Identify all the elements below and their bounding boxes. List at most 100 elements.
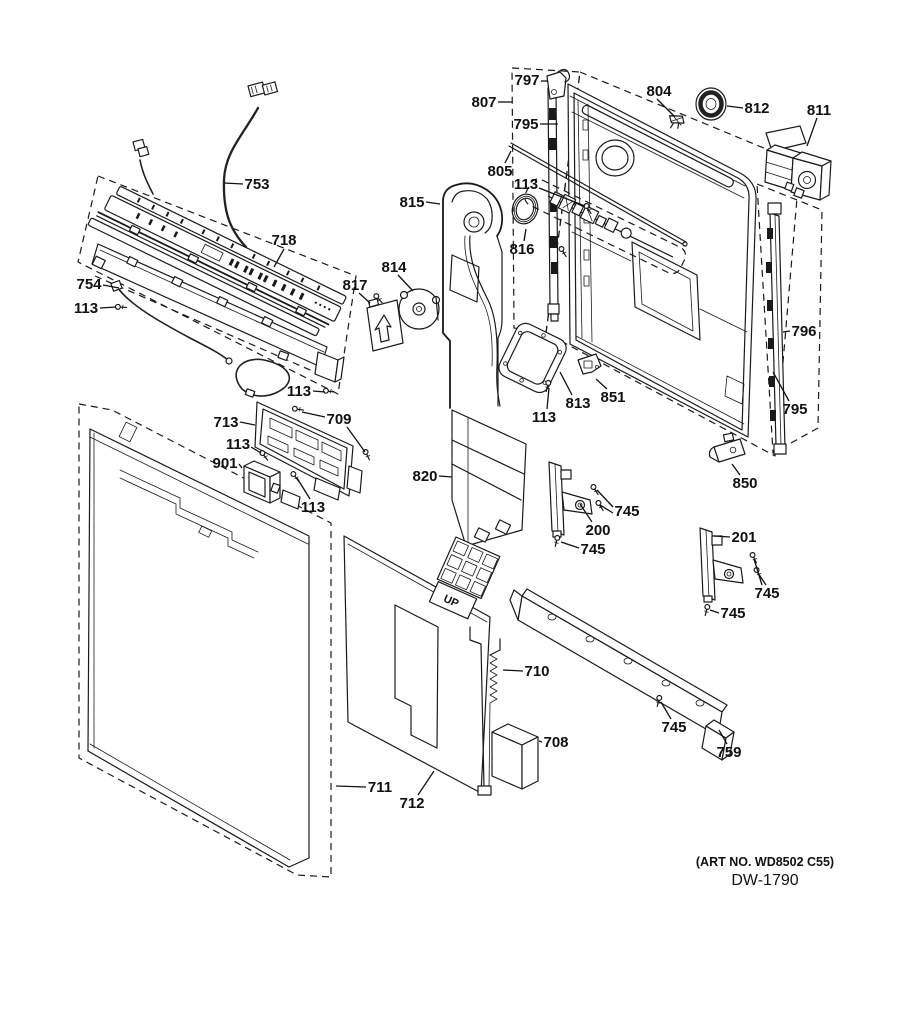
part-label-815: 815 [399, 194, 424, 211]
part-callout-813: 813 [559, 371, 591, 412]
boundary-796 [756, 183, 823, 454]
leader-line-820 [438, 475, 453, 478]
part-callout-718: 718 [271, 232, 297, 268]
part-label-817: 817 [342, 277, 367, 294]
part-callout-815: 815 [399, 194, 441, 211]
part-label-813: 813 [565, 395, 590, 412]
leader-line-713 [239, 421, 256, 426]
part-callout-817: 817 [342, 277, 371, 304]
part-label-796: 796 [791, 323, 816, 340]
part-814-fan-motor [398, 288, 441, 330]
part-callout-113: 113 [514, 176, 586, 207]
part-label-797: 797 [514, 72, 539, 89]
part-718-overlay-strip [116, 186, 347, 305]
part-callout-200: 200 [579, 503, 611, 539]
leader-line-816 [523, 228, 527, 242]
leader-line-200 [579, 503, 593, 523]
part-817-pouch [366, 298, 404, 352]
part-813-gasket [498, 322, 567, 394]
part-label-708: 708 [543, 734, 568, 751]
part-718-escutcheon-face [104, 195, 342, 322]
part-815-vent-duct [442, 182, 504, 409]
part-201-bracket [699, 527, 744, 603]
part-callout-745: 745 [709, 605, 746, 622]
leader-line-812 [726, 105, 744, 109]
part-callout-745: 745 [596, 489, 640, 520]
leader-line-815 [425, 201, 441, 205]
boundary-711 [78, 403, 332, 878]
part-label-759: 759 [716, 744, 741, 761]
leader-line-805 [504, 150, 512, 164]
leader-line-709 [346, 426, 366, 453]
part-label-113: 113 [301, 499, 325, 516]
boundary-escutcheon [77, 175, 357, 395]
part-callout-753: 753 [223, 176, 270, 193]
part-label-820: 820 [412, 468, 437, 485]
part-812-grommet [695, 87, 727, 121]
part-callout-805: 805 [487, 150, 513, 180]
part-label-712: 712 [399, 795, 424, 812]
part-820-duct-lower-housing [451, 409, 527, 547]
leader-line-718 [273, 248, 285, 268]
leader-line-796 [782, 330, 791, 333]
part-label-745: 745 [614, 503, 639, 520]
part-label-201: 201 [731, 529, 756, 546]
part-label-718: 718 [271, 232, 296, 249]
leader-line-745 [560, 541, 580, 549]
leader-line-708 [538, 740, 543, 743]
leader-line-901 [238, 463, 243, 469]
leader-line-113 [538, 187, 586, 207]
part-label-901: 901 [212, 455, 237, 472]
part-759-bottom-strip [509, 588, 735, 761]
part-797-corner-bracket [546, 68, 571, 100]
part-callout-796: 796 [782, 323, 817, 340]
part-label-113: 113 [74, 300, 98, 317]
part-callout-745: 745 [560, 541, 606, 558]
part-callout-804: 804 [646, 83, 676, 118]
leader-line-712 [417, 770, 435, 796]
part-label-795: 795 [513, 116, 538, 133]
part-callout-820: 820 [412, 468, 453, 485]
leader-line-745 [709, 609, 720, 614]
part-callout-795: 795 [513, 116, 558, 133]
leader-line-814 [397, 274, 414, 292]
leader-line-745 [596, 489, 614, 508]
part-label-745: 745 [661, 719, 686, 736]
part-callout-709: 709 [301, 411, 366, 453]
leader-line-850 [731, 463, 741, 476]
diagram-model-text: DW-1790 [731, 872, 798, 889]
part-850-door-latch [708, 432, 746, 463]
part-label-713: 713 [213, 414, 238, 431]
part-label-814: 814 [381, 259, 407, 276]
part-callout-901: 901 [212, 455, 243, 472]
part-710-vent-assembly: UP [428, 536, 501, 796]
part-label-850: 850 [732, 475, 757, 492]
leader-line-113 [312, 390, 326, 393]
part-718-trim-strip [87, 217, 320, 337]
part-label-805: 805 [487, 163, 512, 180]
part-711-outer-door-panel-group [78, 403, 332, 878]
part-callout-811: 811 [806, 102, 831, 147]
leader-line-745 [757, 572, 767, 586]
part-label-745: 745 [754, 585, 779, 602]
part-callout-711: 711 [335, 779, 392, 796]
part-label-754: 754 [76, 276, 102, 293]
part-label-851: 851 [600, 389, 625, 406]
part-811-detergent-dispenser [764, 125, 832, 201]
part-callout-713: 713 [213, 414, 256, 431]
leader-line-113 [296, 477, 311, 500]
part-callout-712: 712 [399, 770, 435, 812]
part-callout-113: 113 [226, 436, 262, 454]
part-callout-708: 708 [538, 734, 569, 751]
leader-line-759 [718, 729, 728, 745]
part-753-wire-harness [222, 81, 279, 249]
part-callout-745: 745 [660, 701, 687, 736]
leader-line-817 [358, 292, 371, 304]
leader-line-754 [102, 284, 120, 289]
part-label-804: 804 [646, 83, 672, 100]
part-796-right-rail [766, 202, 787, 455]
leader-line-113 [99, 306, 117, 309]
part-callout-745: 745 [753, 558, 780, 602]
